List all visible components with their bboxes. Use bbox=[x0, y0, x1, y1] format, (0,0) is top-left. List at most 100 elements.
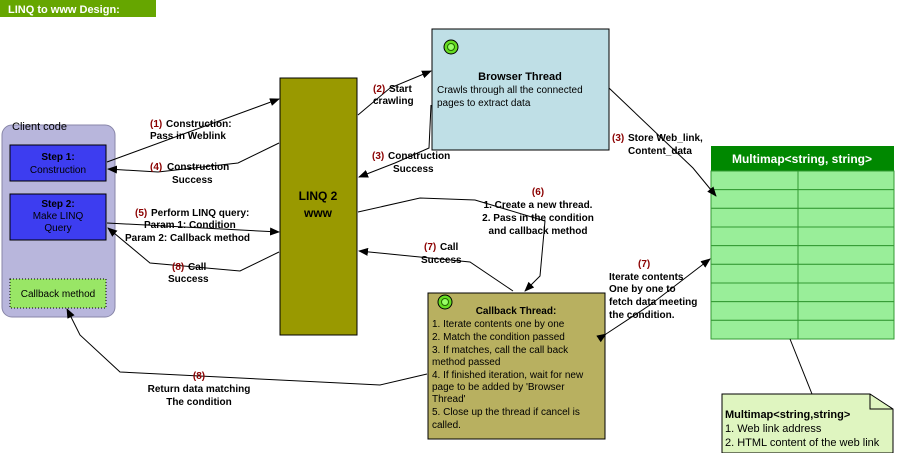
label-a7b: (7) Iterate contents One by one to fetch… bbox=[609, 259, 697, 321]
label-number: (5) bbox=[135, 208, 147, 219]
step2-line3: Query bbox=[44, 223, 71, 234]
label-line: crawling bbox=[373, 96, 414, 107]
label-line: Content_data bbox=[628, 146, 692, 157]
label-line: Construction bbox=[167, 162, 229, 173]
multimap-value-cell bbox=[797, 189, 895, 209]
label-line: Return data matching bbox=[148, 384, 251, 395]
arrow-perform-query bbox=[106, 222, 280, 236]
multimap-value-cell bbox=[797, 319, 895, 340]
step1-line2: Construction bbox=[30, 165, 86, 176]
label-line: Construction: bbox=[166, 119, 232, 130]
multimap-value-cell bbox=[797, 263, 895, 284]
label-line: Success bbox=[421, 255, 462, 266]
arrow-call-success-client bbox=[107, 227, 280, 272]
label-number: (1) bbox=[150, 119, 162, 130]
multimap-key-cell bbox=[710, 170, 799, 191]
browser-thread-box bbox=[431, 28, 610, 151]
multimap-key-cell bbox=[710, 207, 799, 228]
label-a1: (1) Construction: Pass in Weblink bbox=[150, 119, 232, 142]
arrow-iterate-contents bbox=[596, 258, 711, 343]
multimap-key-cell bbox=[710, 301, 799, 321]
callback-thread-line: called. bbox=[432, 420, 461, 431]
step1-line1: Step 1: bbox=[41, 152, 74, 163]
multimap-header bbox=[711, 146, 894, 171]
label-a4: (4) Construction Success bbox=[150, 162, 229, 186]
label-line: Iterate contents bbox=[609, 272, 684, 283]
callback-thread-line: 5. Close up the thread if cancel is bbox=[432, 407, 580, 418]
label-line: the condition. bbox=[609, 310, 675, 321]
label-line: Param 1: Condition bbox=[144, 220, 236, 231]
callback-thread-start-icon-inner bbox=[441, 298, 449, 306]
arrow-return-data bbox=[66, 308, 428, 386]
multimap-value-cell bbox=[797, 170, 895, 191]
arrows bbox=[66, 70, 717, 386]
browser-thread-desc-1: Crawls through all the connected bbox=[437, 85, 583, 96]
label-line: Success bbox=[393, 164, 434, 175]
label-a8b: (8) Return data matching The condition bbox=[148, 371, 251, 408]
label-number: (3) bbox=[612, 133, 624, 144]
arrow-construction bbox=[106, 98, 280, 163]
multimap-key-cell bbox=[710, 263, 799, 284]
callback-thread-box bbox=[427, 292, 606, 440]
label-number: (2) bbox=[373, 84, 385, 95]
note-title: Multimap<string,string> bbox=[725, 409, 850, 421]
label-line: Success bbox=[172, 175, 213, 186]
step2-line2: Make LINQ bbox=[33, 211, 84, 222]
label-line: and callback method bbox=[489, 226, 588, 237]
label-number: (8) bbox=[193, 371, 205, 382]
arrow-start-crawling bbox=[357, 70, 432, 116]
linq-line2: www bbox=[303, 206, 333, 220]
multimap-value-cell bbox=[797, 282, 895, 303]
label-number: (8) bbox=[172, 262, 184, 273]
title-bar bbox=[0, 0, 156, 17]
note-connector bbox=[789, 338, 813, 395]
label-line: Success bbox=[168, 274, 209, 285]
note-line-1: 1. Web link address bbox=[725, 423, 822, 435]
label-a3a: (3) Construction Success bbox=[372, 151, 450, 175]
callback-thread-line: 3. If matches, call the call back bbox=[432, 345, 569, 356]
multimap-key-cell bbox=[710, 189, 799, 209]
browser-thread-start-icon-inner bbox=[447, 43, 455, 51]
multimap-key-cell bbox=[710, 319, 799, 340]
label-a2: (2) Start crawling bbox=[373, 84, 414, 107]
client-code-label: Client code bbox=[12, 121, 67, 133]
label-number: (7) bbox=[638, 259, 650, 270]
label-line: 2. Pass in the condition bbox=[482, 213, 594, 224]
multimap-header-label: Multimap<string, string> bbox=[732, 152, 872, 166]
label-line: Perform LINQ query: bbox=[151, 208, 249, 219]
step1-box bbox=[9, 144, 107, 182]
label-a6: (6) 1. Create a new thread. 2. Pass in t… bbox=[482, 187, 594, 237]
multimap-key-cell bbox=[710, 245, 799, 265]
label-line: Param 2: Callback method bbox=[125, 233, 250, 244]
arrow-store-data bbox=[608, 87, 717, 197]
label-line: Start bbox=[389, 84, 412, 95]
diagram-title: LINQ to www Design: bbox=[8, 4, 120, 16]
multimap-value-cell bbox=[797, 301, 895, 321]
callback-thread-line: Thread' bbox=[432, 394, 466, 405]
callback-thread-line: 4. If finished iteration, wait for new bbox=[432, 370, 584, 381]
callback-thread-title: Callback Thread: bbox=[476, 306, 557, 317]
label-line: fetch data meeting bbox=[609, 297, 697, 308]
label-line: 1. Create a new thread. bbox=[484, 200, 593, 211]
label-line: Call bbox=[188, 262, 207, 273]
step2-line1: Step 2: bbox=[41, 199, 74, 210]
label-number: (6) bbox=[532, 187, 544, 198]
multimap-value-cell bbox=[797, 207, 895, 228]
multimap-key-cell bbox=[710, 226, 799, 247]
step2-box bbox=[9, 193, 107, 241]
label-a7a: (7) Call Success bbox=[421, 242, 462, 266]
label-number: (7) bbox=[424, 242, 436, 253]
callback-method-box bbox=[9, 278, 107, 309]
note-box bbox=[721, 393, 894, 453]
callback-thread-line: method passed bbox=[432, 357, 500, 368]
multimap-value-cell bbox=[797, 245, 895, 265]
label-line: Pass in Weblink bbox=[150, 131, 226, 142]
arrow-call-success-linq bbox=[358, 247, 514, 292]
linq-line1: LINQ 2 bbox=[299, 189, 338, 203]
label-number: (3) bbox=[372, 151, 384, 162]
label-line: Call bbox=[440, 242, 459, 253]
multimap-value-cell bbox=[797, 226, 895, 247]
arrow-create-thread bbox=[357, 197, 546, 292]
note-line-2: 2. HTML content of the web link bbox=[725, 437, 880, 449]
